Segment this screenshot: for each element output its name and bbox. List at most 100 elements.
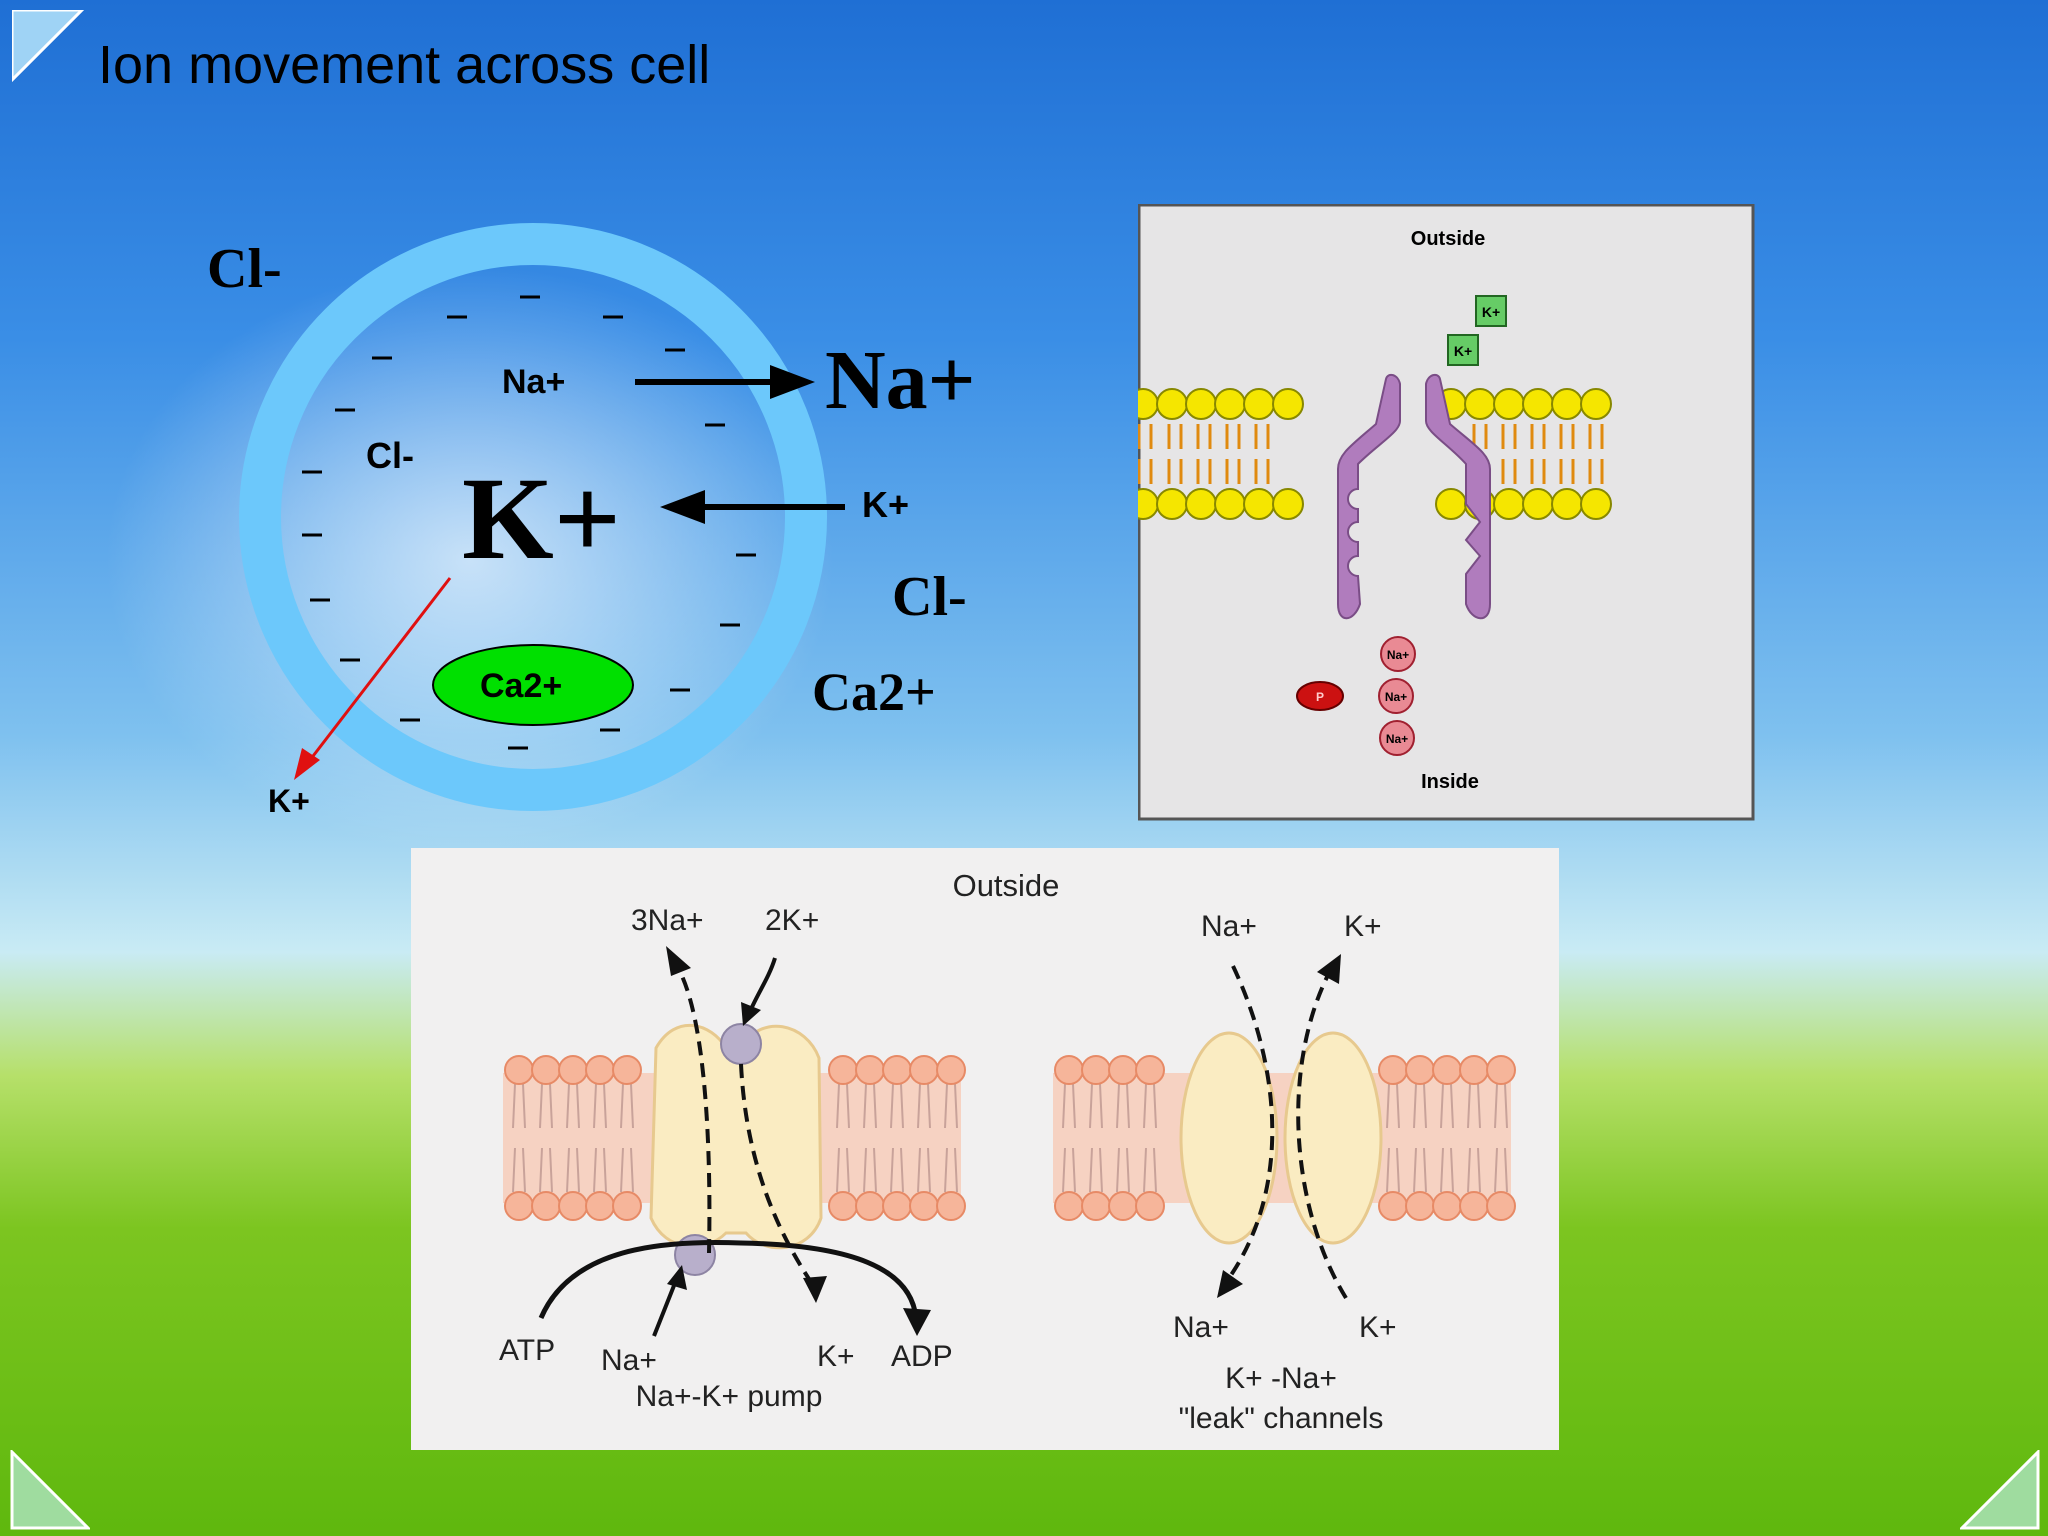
- lipid-head: [882, 1055, 912, 1085]
- lipid-head: [1486, 1055, 1516, 1085]
- leak-channel-left-subunit: [1179, 1031, 1279, 1245]
- cl-ion-outside-right: Cl-: [892, 566, 967, 628]
- svg-text:Na+: Na+: [1386, 732, 1408, 746]
- k-in-label: K+: [817, 1340, 855, 1373]
- lipid-head: [1522, 388, 1554, 420]
- lipid-head: [1214, 388, 1246, 420]
- na-leak-arrowhead: [1217, 1270, 1243, 1298]
- bottom-right-corner-triangle-icon: [1960, 1450, 2040, 1530]
- lipid-head: [1135, 1055, 1165, 1085]
- lipid-head: [1243, 488, 1275, 520]
- lipid-head: [828, 1055, 858, 1085]
- lipid-head: [1214, 488, 1246, 520]
- bottom-left-corner-triangle-icon: [10, 1450, 90, 1530]
- k-binding-site: [720, 1023, 762, 1065]
- lipid-head: [558, 1055, 588, 1085]
- lipid-head: [585, 1055, 615, 1085]
- leak-na-top-label: Na+: [1201, 910, 1257, 943]
- lipid-head: [855, 1191, 885, 1221]
- lipid-head: [1138, 388, 1159, 420]
- k-in-path: [739, 1063, 817, 1290]
- lipid-head: [909, 1191, 939, 1221]
- pump-caption: Na+-K+ pump: [636, 1380, 823, 1413]
- lipid-head: [1551, 488, 1583, 520]
- lipid-head: [1054, 1191, 1084, 1221]
- na-leak-path: [1227, 965, 1275, 1280]
- lipid-head: [1243, 388, 1275, 420]
- lipid-head: [1138, 488, 1159, 520]
- lipid-head: [558, 1191, 588, 1221]
- na-ion-circle: Na+: [1378, 678, 1414, 714]
- leak-k-bottom-label: K+: [1359, 1311, 1397, 1344]
- leak-caption-line2: "leak" channels: [1179, 1402, 1384, 1435]
- lipid-head: [1378, 1191, 1408, 1221]
- lipid-head: [1580, 388, 1612, 420]
- pump-leak-diagram: Outside 3Na+ 2K+ ATP Na+ K+ ADP Na+-K+ p…: [411, 848, 1559, 1450]
- atp-to-adp-arrowhead: [903, 1308, 931, 1336]
- k-ion-box: K+: [1475, 295, 1507, 327]
- lipid-head: [612, 1191, 642, 1221]
- cell-diagram: Cl- Na+ Na+ Cl- K+ K+ Cl- Ca2+ Ca2+ K+: [207, 223, 976, 819]
- svg-text:P: P: [1316, 690, 1324, 704]
- lipid-head: [936, 1191, 966, 1221]
- channel-protein-left: [1337, 373, 1401, 620]
- lipid-head: [1272, 488, 1304, 520]
- ca-ion-inside: Ca2+: [480, 667, 562, 705]
- slide-title: Ion movement across cell: [98, 35, 711, 95]
- k-ion-box: K+: [1447, 334, 1479, 366]
- k-ion-leak: K+: [268, 783, 310, 819]
- ca-compartment: [432, 644, 634, 726]
- na-ion-inside: Na+: [502, 363, 565, 401]
- pump-outside-label: Outside: [953, 868, 1060, 903]
- lipid-head: [936, 1055, 966, 1085]
- lipid-head: [1432, 1055, 1462, 1085]
- na-ion-outside: Na+: [825, 334, 976, 427]
- lipid-head: [1493, 488, 1525, 520]
- leak-channel-right-subunit: [1283, 1031, 1383, 1245]
- lipid-head: [1135, 1191, 1165, 1221]
- lipid-head: [504, 1055, 534, 1085]
- k-ion-outside: K+: [862, 484, 909, 525]
- cell-membrane-ring: [239, 223, 827, 811]
- lipid-head: [1464, 388, 1496, 420]
- na-ion-circle: Na+: [1380, 636, 1416, 672]
- lipid-head: [1405, 1191, 1435, 1221]
- cl-ion-inside: Cl-: [366, 435, 414, 476]
- lipid-head: [882, 1191, 912, 1221]
- lipid-head: [909, 1055, 939, 1085]
- k-leak-path: [1296, 972, 1348, 1300]
- na-out-arrowhead: [666, 946, 691, 976]
- lipid-head: [585, 1191, 615, 1221]
- lipid-head: [1272, 388, 1304, 420]
- lipid-head: [1378, 1055, 1408, 1085]
- cl-ion-outside-top: Cl-: [207, 238, 282, 300]
- lipid-head: [1493, 388, 1525, 420]
- lipid-head: [531, 1055, 561, 1085]
- atp-label: ATP: [499, 1334, 555, 1367]
- lipid-head: [1405, 1055, 1435, 1085]
- lipid-head: [1054, 1055, 1084, 1085]
- svg-text:K+: K+: [1454, 343, 1472, 359]
- lipid-head: [1081, 1191, 1111, 1221]
- three-na-label: 3Na+: [631, 904, 704, 937]
- lipid-head: [1108, 1055, 1138, 1085]
- channel-outside-label: Outside: [1411, 228, 1485, 250]
- lipid-head: [1185, 488, 1217, 520]
- na-efflux-arrowhead: [770, 365, 815, 399]
- atp-to-adp-arrow: [538, 1239, 919, 1319]
- k-in-arrowhead: [803, 1276, 827, 1303]
- lipid-head: [828, 1191, 858, 1221]
- leak-caption-line1: K+ -Na+: [1225, 1362, 1337, 1395]
- lipid-head: [612, 1055, 642, 1085]
- k-approach-arrowhead: [741, 1002, 761, 1026]
- ca-ion-outside: Ca2+: [812, 662, 936, 722]
- adp-label: ADP: [891, 1340, 953, 1373]
- svg-text:Na+: Na+: [1385, 690, 1407, 704]
- lipid-head: [1522, 488, 1554, 520]
- k-leak-arrow: [308, 577, 452, 761]
- lipid-head: [504, 1191, 534, 1221]
- lipid-head: [1459, 1055, 1489, 1085]
- lipid-head: [855, 1055, 885, 1085]
- lipid-head: [1459, 1191, 1489, 1221]
- k-ion-inside: K+: [462, 453, 621, 584]
